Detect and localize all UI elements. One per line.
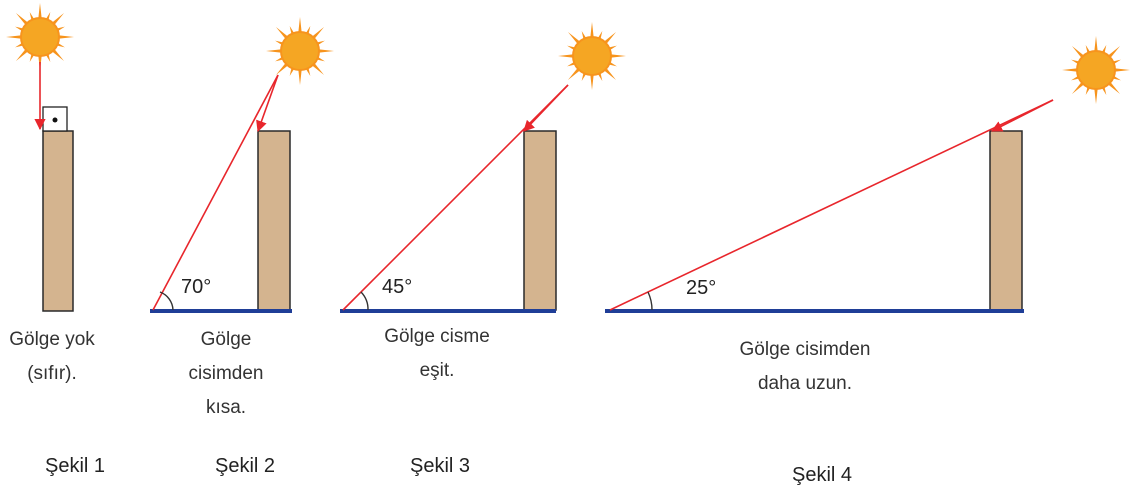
sun-icon — [6, 3, 74, 71]
caption-line: eşit. — [362, 354, 512, 388]
sun-core — [1077, 51, 1115, 89]
object-pole — [43, 131, 73, 311]
caption-figure-4: Gölge cisimden daha uzun. — [715, 333, 895, 401]
caption-figure-1: Gölge yok (sıfır). — [2, 323, 102, 391]
figure-2 — [150, 17, 334, 311]
caption-line: Gölge — [166, 323, 286, 357]
caption-figure-2: Gölge cisimden kısa. — [166, 323, 286, 425]
sun-ray-arrow — [258, 75, 278, 131]
sun-ray-arrow — [992, 100, 1053, 131]
caption-line: cisimden — [166, 357, 286, 391]
caption-figure-3: Gölge cisme eşit. — [362, 320, 512, 388]
caption-line: Gölge cisme — [362, 320, 512, 354]
caption-line: daha uzun. — [715, 367, 895, 401]
angle-arc — [648, 292, 652, 310]
object-pole — [990, 131, 1022, 310]
caption-line: kısa. — [166, 391, 286, 425]
sun-core — [281, 32, 319, 70]
sun-ray-arrow — [524, 85, 568, 131]
figure-1 — [6, 3, 74, 311]
angle-label-figure-3: 45° — [382, 276, 412, 299]
sun-core — [21, 18, 59, 56]
figure-label-1: Şekil 1 — [30, 455, 120, 478]
figure-label-2: Şekil 2 — [200, 455, 290, 478]
figure-4 — [605, 36, 1130, 311]
angle-label-figure-2: 70° — [181, 276, 211, 299]
angle-label-figure-4: 25° — [686, 277, 716, 300]
sun-ray — [610, 100, 1053, 310]
sun-core — [573, 37, 611, 75]
figure-3 — [340, 22, 626, 311]
sun-icon — [1062, 36, 1130, 104]
sun-icon — [558, 22, 626, 90]
object-pole — [524, 131, 556, 310]
caption-line: (sıfır). — [2, 357, 102, 391]
sun-icon — [266, 17, 334, 85]
figure-label-3: Şekil 3 — [395, 455, 485, 478]
caption-line: Gölge cisimden — [715, 333, 895, 367]
caption-line: Gölge yok — [2, 323, 102, 357]
right-angle-marker-icon — [43, 107, 67, 131]
object-pole — [258, 131, 290, 310]
figure-label-4: Şekil 4 — [777, 464, 867, 487]
angle-arc — [361, 292, 368, 310]
